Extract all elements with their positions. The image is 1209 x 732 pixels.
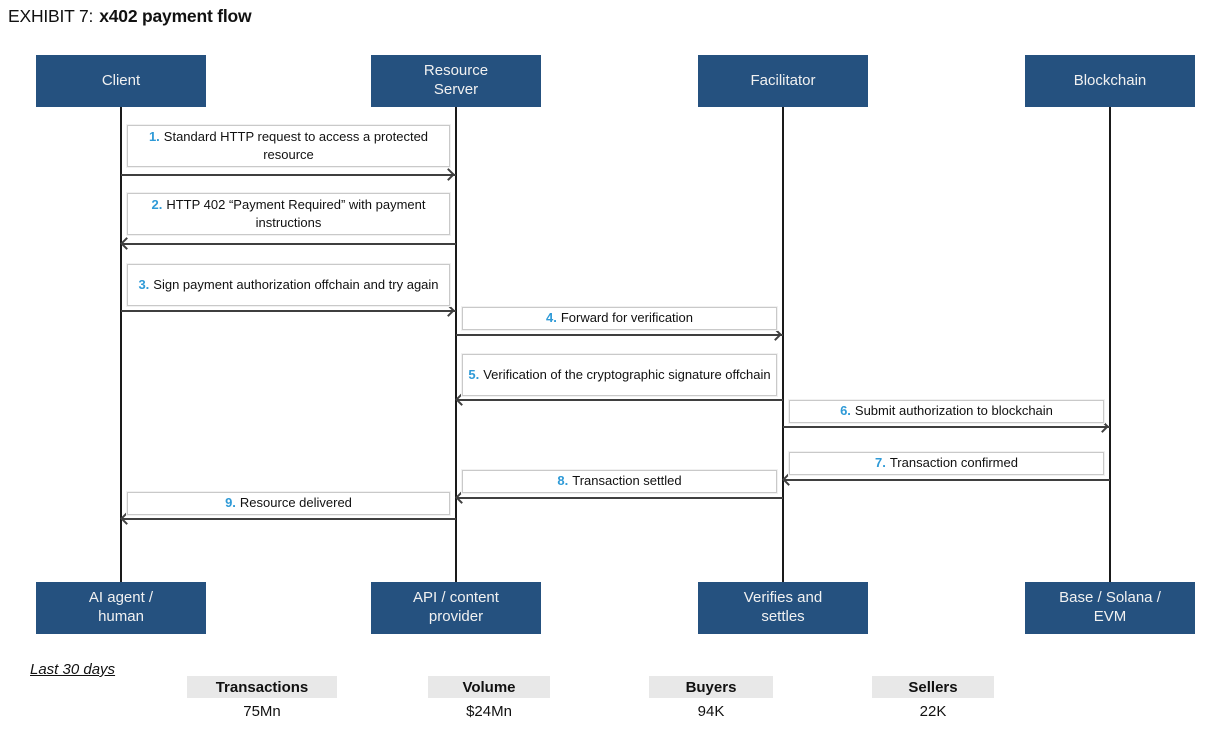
exhibit-title: EXHIBIT 7:x402 payment flow	[8, 6, 252, 27]
stat-sellers-label: Sellers	[872, 676, 994, 698]
stat-transactions-value: 75Mn	[243, 702, 281, 720]
actor-top-resource-server: Resource Server	[371, 55, 541, 107]
actor-top-blockchain: Blockchain	[1025, 55, 1195, 107]
message-6-arrow	[783, 426, 1110, 428]
message-6-label: 6.Submit authorization to blockchain	[789, 400, 1104, 423]
message-5-text: Verification of the cryptographic signat…	[483, 366, 771, 382]
message-1-text: Standard HTTP request to access a protec…	[163, 128, 429, 162]
stat-volume-value: $24Mn	[466, 702, 512, 720]
message-7-arrowhead	[782, 473, 795, 486]
message-9-number: 9.	[225, 495, 236, 511]
message-4-arrowhead	[769, 328, 782, 341]
exhibit-title-prefix: EXHIBIT 7:	[8, 6, 94, 26]
message-2-arrow	[121, 243, 456, 245]
lifeline-blockchain	[1109, 107, 1111, 582]
message-5-label: 5.Verification of the cryptographic sign…	[462, 354, 777, 396]
message-2-text: HTTP 402 “Payment Required” with payment…	[166, 196, 426, 230]
message-9-arrow	[121, 518, 456, 520]
message-3-number: 3.	[138, 276, 150, 292]
message-3-label: 3.Sign payment authorization offchain an…	[127, 264, 450, 306]
actor-top-client: Client	[36, 55, 206, 107]
stat-transactions-label: Transactions	[187, 676, 337, 698]
message-5-arrow	[456, 399, 783, 401]
message-5-number: 5.	[468, 366, 480, 382]
actor-bottom-facilitator: Verifies and settles	[698, 582, 868, 634]
message-8-text: Transaction settled	[572, 473, 682, 489]
message-1-arrowhead	[442, 168, 455, 181]
message-7-arrow	[783, 479, 1110, 481]
stat-buyers-label: Buyers	[649, 676, 773, 698]
message-4-number: 4.	[545, 310, 557, 326]
message-7-number: 7.	[875, 455, 886, 471]
message-3-arrowhead	[442, 304, 455, 317]
lifeline-resource-server	[455, 107, 457, 582]
message-9-label: 9.Resource delivered	[127, 492, 450, 515]
stat-volume-label: Volume	[428, 676, 550, 698]
actor-bottom-blockchain: Base / Solana / EVM	[1025, 582, 1195, 634]
message-6-number: 6.	[840, 403, 851, 419]
message-7-label: 7.Transaction confirmed	[789, 452, 1104, 475]
message-8-arrowhead	[455, 491, 468, 504]
message-1-arrow	[121, 174, 456, 176]
stat-buyers-value: 94K	[697, 702, 725, 720]
message-3-arrow	[121, 310, 456, 312]
message-8-label: 8.Transaction settled	[462, 470, 777, 493]
lifeline-facilitator	[782, 107, 784, 582]
message-7-text: Transaction confirmed	[889, 455, 1018, 471]
actor-bottom-client: AI agent / human	[36, 582, 206, 634]
message-4-text: Forward for verification	[560, 310, 694, 326]
exhibit-title-main: x402 payment flow	[99, 6, 252, 26]
message-1-label: 1.Standard HTTP request to access a prot…	[127, 125, 450, 167]
actor-top-facilitator: Facilitator	[698, 55, 868, 107]
stat-sellers-value: 22K	[919, 702, 947, 720]
message-6-text: Submit authorization to blockchain	[854, 403, 1053, 419]
message-4-label: 4.Forward for verification	[462, 307, 777, 330]
message-8-arrow	[456, 497, 783, 499]
message-4-arrow	[456, 334, 783, 336]
message-2-number: 2.	[151, 196, 163, 212]
message-9-text: Resource delivered	[239, 495, 352, 511]
stats-caption: Last 30 days	[30, 661, 116, 678]
lifeline-client	[120, 107, 122, 582]
message-2-label: 2.HTTP 402 “Payment Required” with payme…	[127, 193, 450, 235]
actor-bottom-resource-server: API / content provider	[371, 582, 541, 634]
message-1-number: 1.	[148, 128, 160, 144]
message-2-arrowhead	[120, 237, 133, 250]
message-8-number: 8.	[557, 473, 569, 489]
message-3-text: Sign payment authorization offchain and …	[153, 276, 439, 292]
